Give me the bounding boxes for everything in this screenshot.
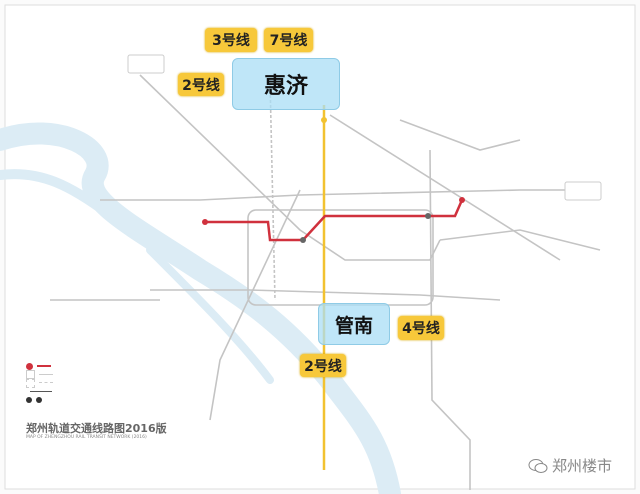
line-label-4: 4号线 bbox=[398, 316, 444, 340]
line-label-2-south: 2号线 bbox=[300, 354, 346, 377]
line-label-7: 7号线 bbox=[264, 28, 313, 52]
line-1-terminal-east bbox=[459, 197, 465, 203]
line-label-3: 3号线 bbox=[205, 28, 257, 52]
legend-row-planned bbox=[26, 378, 53, 388]
line-2-terminal bbox=[321, 117, 327, 123]
station-symbol bbox=[26, 378, 35, 388]
line-symbol bbox=[30, 391, 52, 393]
station-symbol bbox=[26, 362, 33, 370]
line-symbol bbox=[37, 365, 51, 368]
legend bbox=[26, 362, 53, 405]
legend-row-operating bbox=[26, 362, 53, 371]
other-lines bbox=[50, 74, 601, 490]
line-symbol bbox=[39, 374, 53, 376]
line-1-terminal-west bbox=[202, 219, 208, 225]
hub-symbol bbox=[36, 397, 42, 404]
area-guannan: 管南 bbox=[318, 303, 390, 345]
map-subtitle: MAP OF ZHENGZHOU RAIL TRANSIT NETWORK (2… bbox=[26, 435, 147, 440]
interchange-station bbox=[425, 213, 431, 219]
area-huiji: 惠济 bbox=[232, 58, 340, 110]
wechat-icon bbox=[528, 458, 548, 473]
interchange-station bbox=[300, 237, 306, 243]
map-title: 郑州轨道交通线路图2016版 bbox=[26, 422, 167, 435]
station-inset bbox=[127, 54, 165, 74]
river bbox=[0, 122, 401, 494]
watermark-text: 郑州楼市 bbox=[552, 457, 613, 475]
line-symbol bbox=[39, 382, 53, 384]
legend-row-under-construction bbox=[26, 370, 53, 380]
station-inset bbox=[564, 181, 602, 201]
line-label-2-north: 2号线 bbox=[178, 73, 224, 96]
hub-symbol bbox=[26, 397, 32, 404]
legend-row-interchange bbox=[26, 388, 53, 397]
watermark: 郑州楼市 bbox=[528, 455, 612, 476]
legend-row-hubs bbox=[26, 396, 53, 405]
